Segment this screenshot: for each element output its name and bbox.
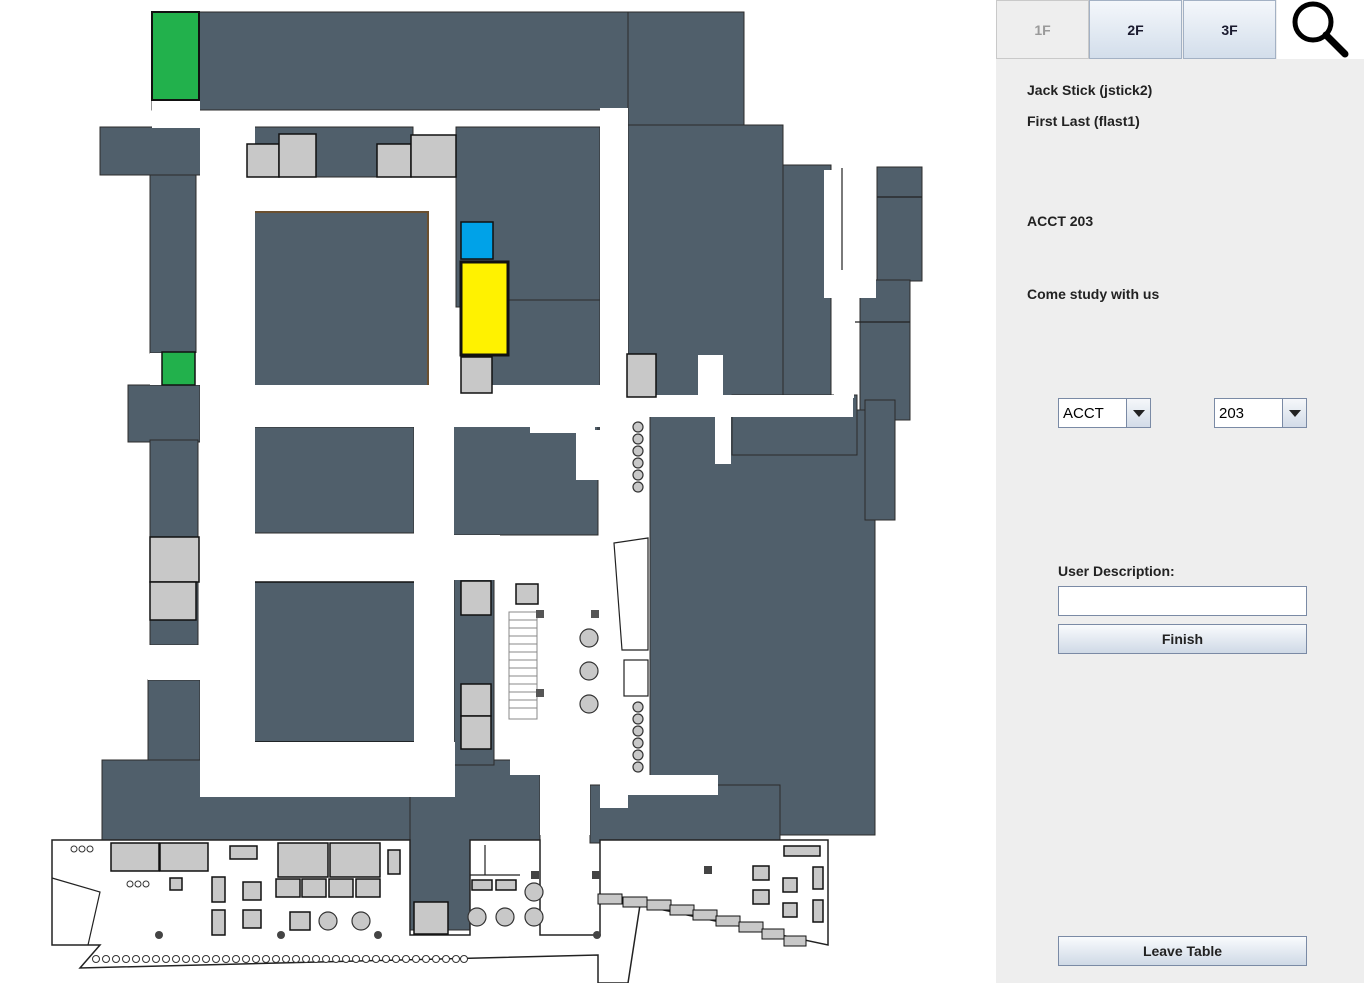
description-label: User Description: [1058, 563, 1175, 579]
available-table [151, 11, 200, 101]
course-number-select[interactable]: 203 [1214, 398, 1307, 428]
tab-floor-1[interactable]: 1F [996, 0, 1089, 59]
table-message: Come study with us [1027, 286, 1160, 302]
department-select[interactable]: ACCT [1058, 398, 1151, 428]
leave-table-button[interactable]: Leave Table [1058, 936, 1307, 966]
tab-floor-3[interactable]: 3F [1183, 0, 1276, 59]
chevron-down-icon[interactable] [1126, 399, 1150, 427]
tab-floor-2[interactable]: 2F [1089, 0, 1182, 59]
magnifier-icon [1292, 1, 1349, 58]
selected-table [459, 260, 510, 357]
description-input[interactable] [1058, 586, 1307, 616]
available-table [161, 351, 196, 386]
member-name: Jack Stick (jstick2) [1027, 82, 1153, 98]
chevron-down-icon[interactable] [1282, 399, 1306, 427]
course-number-value: 203 [1219, 405, 1245, 422]
course-label: ACCT 203 [1027, 213, 1094, 229]
search-button[interactable] [1277, 0, 1364, 59]
finish-button[interactable]: Finish [1058, 624, 1307, 654]
marker-table [460, 221, 494, 260]
floor-map[interactable] [0, 0, 996, 984]
floor-plan-svg [51, 11, 923, 984]
member-name: First Last (flast1) [1027, 113, 1140, 129]
side-panel: 1F 2F 3F Jack Stick (jstick2) First Last… [996, 0, 1364, 983]
department-value: ACCT [1063, 405, 1104, 422]
